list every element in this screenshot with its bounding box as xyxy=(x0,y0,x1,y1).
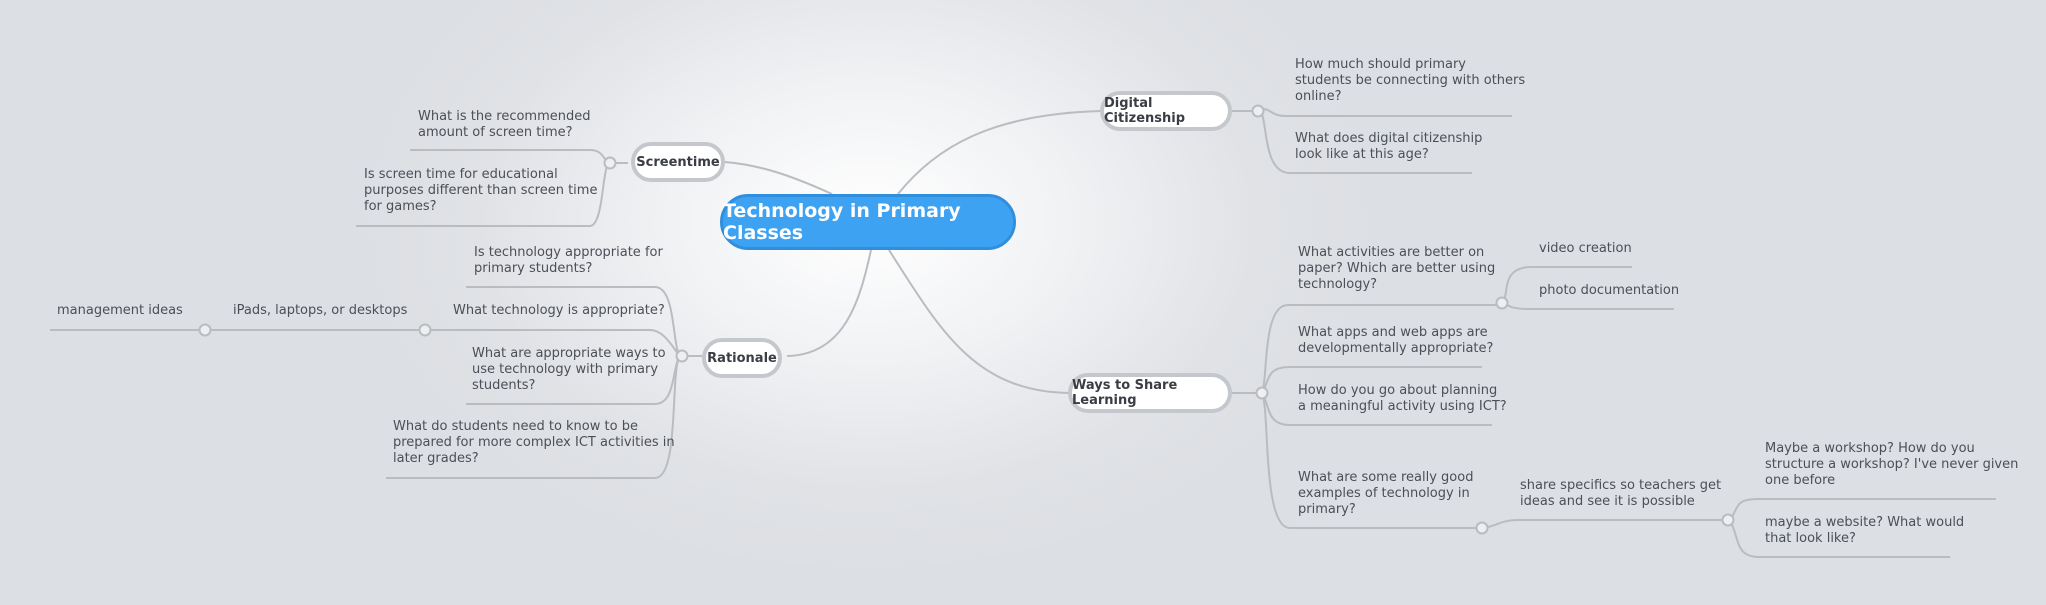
rationale-management-ideas[interactable]: management ideas xyxy=(57,303,183,318)
share-question-examples[interactable]: What are some really good examples of te… xyxy=(1298,470,1474,517)
share-photo-documentation[interactable]: photo documentation xyxy=(1539,283,1680,298)
topic-ways-to-share-learning[interactable]: Ways to Share Learning xyxy=(1068,373,1232,413)
rationale-question-ways[interactable]: What are appropriate ways to use technol… xyxy=(472,346,666,393)
screentime-question-educational[interactable]: Is screen time for educational purposes … xyxy=(364,167,598,214)
rationale-question-which-technology[interactable]: What technology is appropriate? xyxy=(453,303,665,318)
rationale-question-prepared[interactable]: What do students need to know to be prep… xyxy=(393,419,675,466)
share-question-apps[interactable]: What apps and web apps are developmental… xyxy=(1298,325,1494,356)
topic-rationale[interactable]: Rationale xyxy=(702,338,782,378)
share-specifics[interactable]: share specifics so teachers get ideas an… xyxy=(1520,478,1722,509)
rationale-devices[interactable]: iPads, laptops, or desktops xyxy=(233,303,408,318)
topic-screentime[interactable]: Screentime xyxy=(631,142,725,182)
share-question-paper-vs-technology[interactable]: What activities are better on paper? Whi… xyxy=(1298,245,1496,292)
digital-citizenship-question-this-age[interactable]: What does digital citizenship look like … xyxy=(1295,131,1483,162)
screentime-question-recommended[interactable]: What is the recommended amount of screen… xyxy=(418,109,591,140)
topic-digital-citizenship[interactable]: Digital Citizenship xyxy=(1100,91,1232,131)
share-question-planning[interactable]: How do you go about planning a meaningfu… xyxy=(1298,383,1507,414)
digital-citizenship-question-connecting[interactable]: How much should primary students be conn… xyxy=(1295,57,1526,104)
share-video-creation[interactable]: video creation xyxy=(1539,241,1632,256)
central-topic[interactable]: Technology in Primary Classes xyxy=(720,194,1016,250)
share-website-idea[interactable]: maybe a website? What would that look li… xyxy=(1765,515,1965,546)
rationale-question-appropriate[interactable]: Is technology appropriate for primary st… xyxy=(474,245,663,276)
share-workshop-idea[interactable]: Maybe a workshop? How do you structure a… xyxy=(1765,441,2019,488)
